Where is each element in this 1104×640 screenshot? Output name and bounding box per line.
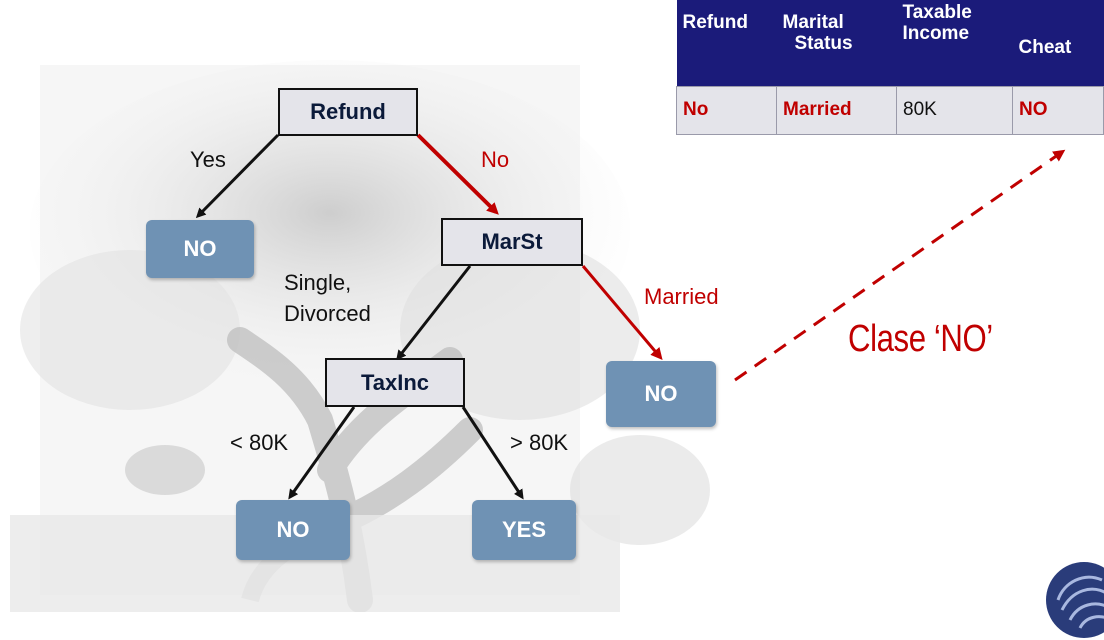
edge-taxinc-above [461,406,524,500]
header-cheat: Cheat [1012,0,1104,86]
leaf-below-80k: NO [236,500,350,560]
edge-label-single: Single, [284,270,352,295]
node-taxinc: TaxInc [325,358,465,407]
header-refund-text: Refund [682,12,748,33]
cell-refund: No [676,85,777,135]
node-marst: MarSt [441,218,583,266]
cell-cheat: NO [1012,85,1104,135]
leaf-refund-yes: NO [146,220,254,278]
tree-edges [195,133,1066,500]
result-class-label: Clase ‘NO’ [848,318,993,360]
header-marital-line2: Status [794,33,853,54]
edge-refund-yes [195,133,280,219]
node-refund: Refund [278,88,418,136]
leaf-above-80k: YES [472,500,576,560]
table-header-row: Refund Marital Status Taxable Income Che… [676,0,1104,86]
edge-label-above-80k: > 80K [510,430,569,455]
header-taxable-income: Taxable Income [896,0,1013,86]
result-pointer [734,149,1066,382]
edge-label-yes: Yes [190,147,226,172]
edge-marst-single [396,265,472,361]
edge-label-no: No [481,147,510,172]
header-refund: Refund [676,0,777,86]
header-cheat-text: Cheat [1018,37,1072,59]
cell-taxable-income: 80K [896,85,1013,135]
edge-marst-married [581,265,663,361]
edge-refund-no [416,133,499,215]
edge-label-below-80k: < 80K [230,430,289,455]
test-record-table: Refund Marital Status Taxable Income Che… [676,0,1104,135]
edge-label-single-divorced: Single, Divorced [284,270,371,327]
header-taxable-line2: Income [902,23,970,44]
edge-taxinc-below [288,406,356,500]
header-marital-line1: Marital [782,12,844,33]
shell-logo-icon [1046,562,1104,638]
leaf-married: NO [606,361,716,427]
header-marital-status: Marital Status [776,0,897,86]
table-row: No Married 80K NO [676,85,1104,135]
cell-marital-status: Married [776,85,897,135]
edge-label-divorced: Divorced [284,301,371,326]
edge-label-married: Married [644,284,719,309]
header-taxable-line1: Taxable [902,2,972,23]
